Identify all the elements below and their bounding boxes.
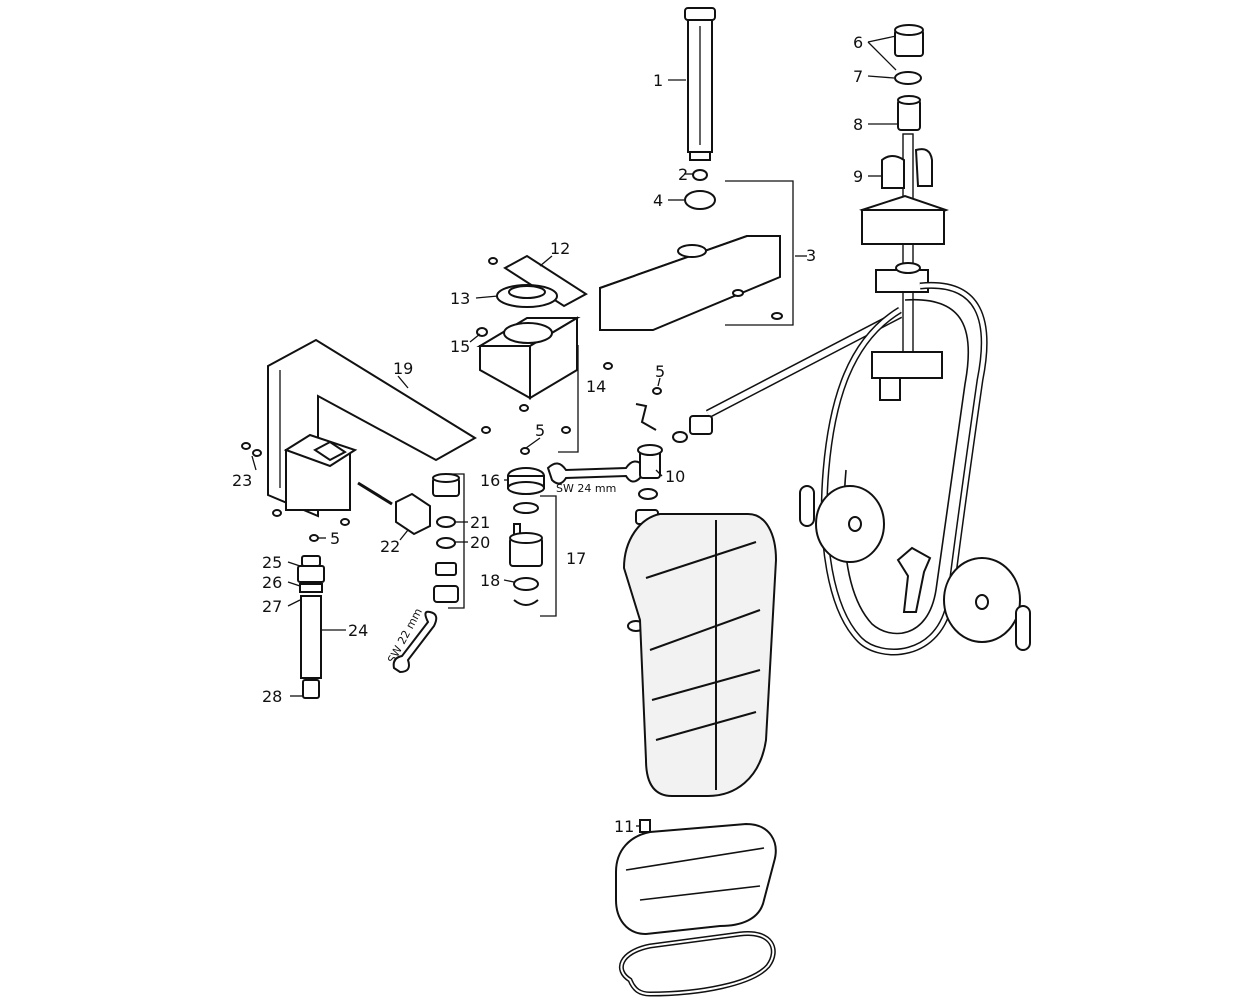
part-lever-handle: [488, 254, 588, 308]
bracket-17: [540, 495, 557, 617]
callout-13: 13: [450, 289, 470, 308]
part-square-housing: [476, 316, 613, 455]
callout-1: 1: [653, 71, 663, 90]
callout-28: 28: [262, 687, 282, 706]
callout-2: 2: [678, 165, 688, 184]
callout-20: 20: [470, 533, 490, 552]
callout-12: 12: [550, 239, 570, 258]
callout-labels: 1 2 3 4 5 5 5 6 7 8 9 10 11 12 13 14 15 …: [232, 33, 863, 836]
callout-15: 15: [450, 337, 470, 356]
part-spout: [267, 338, 477, 518]
part-gasket: [618, 931, 776, 997]
part-ring-7: [894, 71, 922, 85]
callout-21: 21: [470, 513, 490, 532]
callout-18: 18: [480, 571, 500, 590]
part-seal-2: [692, 169, 708, 181]
bracket-3: [725, 180, 794, 326]
callout-23: 23: [232, 471, 252, 490]
part-clip-9: [881, 148, 933, 189]
part-pin: [357, 481, 393, 506]
callout-27: 27: [262, 597, 282, 616]
wrench-sw22: [392, 610, 438, 674]
part-clips-18: [513, 577, 539, 606]
part-hose-clip-lower: [896, 546, 932, 613]
part-cap-6: [894, 24, 924, 57]
part-screw-a: [272, 509, 282, 517]
part-hand-shower: [684, 7, 716, 161]
part-key-left: [799, 485, 815, 527]
callout-4: 4: [653, 191, 663, 210]
part-screws-23: [241, 442, 262, 457]
part-hose-clip-upper: [871, 351, 943, 401]
part-weight-disc-right: [943, 557, 1021, 643]
part-key-right: [1015, 605, 1031, 651]
part-installation-box: [622, 513, 778, 797]
part-hose: [689, 310, 903, 435]
part-mount-bracket: [859, 194, 949, 293]
callout-leaders: [251, 35, 898, 827]
callout-9: 9: [853, 167, 863, 186]
callout-5b: 5: [535, 421, 545, 440]
part-bracket-clip: [635, 403, 657, 431]
part-screw-c: [309, 534, 319, 542]
callout-22: 22: [380, 537, 400, 556]
callout-17: 17: [566, 549, 586, 568]
part-screw-b: [340, 518, 350, 526]
callout-25: 25: [262, 553, 282, 572]
part-insert-11: [639, 819, 651, 833]
part-aerator-block: [395, 492, 431, 536]
callout-5a: 5: [655, 362, 665, 381]
callout-6: 6: [853, 33, 863, 52]
callout-24: 24: [348, 621, 368, 640]
part-cartridge-nut: [507, 467, 545, 495]
part-ring-a: [638, 488, 658, 500]
callout-16: 16: [480, 471, 500, 490]
bracket-20: [448, 473, 465, 609]
part-ring-10: [672, 431, 688, 443]
callout-8: 8: [853, 115, 863, 134]
callout-5c: 5: [330, 529, 340, 548]
callout-19: 19: [393, 359, 413, 378]
part-aerator-stack: [432, 473, 460, 603]
part-valve-body: [297, 555, 325, 699]
callout-26: 26: [262, 573, 282, 592]
part-small-box: [615, 822, 777, 936]
part-screw-d: [652, 387, 662, 395]
part-guide-8: [897, 95, 921, 131]
callout-10: 10: [665, 467, 685, 486]
part-o-ring-4: [684, 190, 716, 210]
bracket-14: [558, 345, 579, 453]
wrench-sw24: [546, 460, 646, 485]
part-weight-disc-left: [815, 485, 885, 563]
part-cover-plate: [599, 235, 783, 331]
callout-7: 7: [853, 67, 863, 86]
part-cartridge: [509, 502, 543, 567]
wrench-label-sw24: SW 24 mm: [556, 482, 616, 495]
callout-3: 3: [806, 246, 816, 265]
part-hose-loop: [820, 281, 988, 656]
part-connector: [637, 444, 663, 479]
callout-14: 14: [586, 377, 606, 396]
callout-11: 11: [614, 817, 634, 836]
